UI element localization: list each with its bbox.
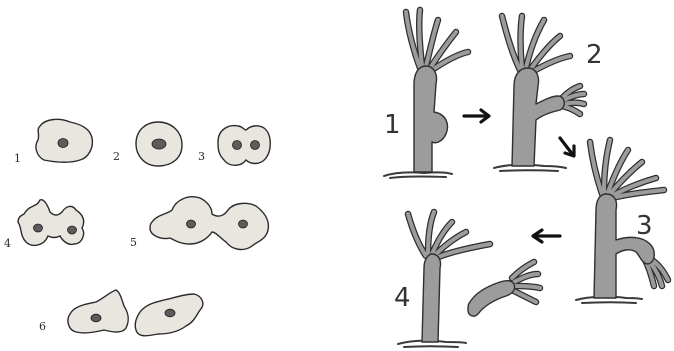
amoeba-stage-4: 4 (4, 200, 84, 250)
amoeba-stage-5: 5 (130, 197, 268, 250)
arrow-down-right (560, 138, 574, 156)
ground (390, 176, 446, 178)
arrow-right (464, 110, 489, 122)
amoeba-stage-6: 6 (39, 290, 203, 336)
tentacle-fill (521, 16, 523, 68)
bud-body (468, 281, 515, 316)
hydra-stage-2: 2 (494, 16, 603, 171)
nucleus (233, 141, 242, 150)
stage-label: 2 (586, 40, 603, 70)
nucleus (187, 220, 196, 228)
nucleus (152, 139, 166, 149)
amoeba-stage-1: 1 (14, 119, 92, 165)
tentacle-fill (408, 214, 426, 256)
stage-label: 5 (130, 236, 137, 249)
stage-label: 1 (14, 152, 21, 165)
bud-tentacle-fill (564, 103, 584, 105)
amoeba-fission-panel: 1 2 3 4 5 (4, 119, 270, 335)
nucleus (91, 314, 101, 322)
bud-tentacle-fill (512, 290, 536, 302)
hydra-budding-panel: 1 (384, 10, 668, 347)
stage-label: 4 (4, 237, 11, 250)
ground (404, 346, 458, 347)
detached-bud (468, 262, 540, 316)
hydra-stage-3: 3 (576, 140, 668, 303)
hydra-body (414, 66, 448, 172)
hydra-stage-4: 4 (394, 212, 540, 347)
amoeba-cell (150, 197, 268, 250)
amoeba-cell (68, 290, 128, 333)
stage-label: 6 (39, 320, 46, 333)
nucleus (251, 141, 260, 150)
amoeba-cell (218, 126, 270, 166)
stage-label: 2 (113, 150, 120, 163)
nucleus (68, 226, 77, 234)
amoeba-cell (18, 200, 84, 246)
nucleus (58, 139, 68, 148)
stage-label: 3 (198, 150, 205, 163)
nucleus (239, 220, 248, 228)
amoeba-stage-3: 3 (198, 126, 270, 166)
ground (500, 170, 558, 171)
arrow-left (533, 230, 560, 242)
nucleus (34, 224, 43, 232)
stage-label: 3 (636, 211, 653, 241)
stage-label: 1 (384, 110, 401, 140)
hydra-stage-1: 1 (384, 10, 468, 178)
nucleus (165, 309, 175, 317)
hydra-body (422, 254, 441, 342)
ground (582, 302, 636, 303)
amoeba-stage-2: 2 (113, 122, 182, 166)
stage-label: 4 (394, 283, 411, 313)
hydra-body (594, 194, 654, 298)
bud-tentacle-fill (514, 286, 540, 288)
hydra-body (512, 68, 564, 166)
